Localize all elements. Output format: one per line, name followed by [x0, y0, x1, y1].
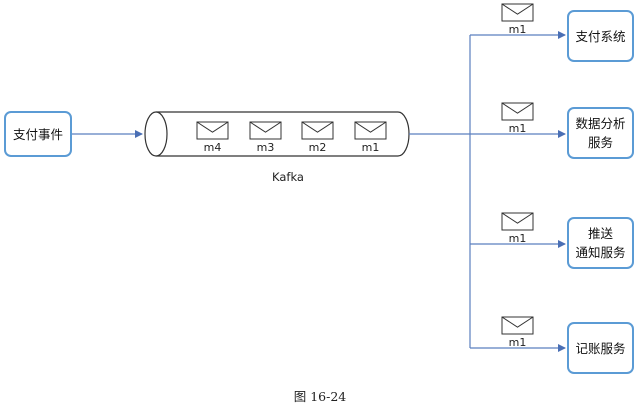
envelope-flap: [196, 121, 229, 133]
message-label: m1: [509, 336, 527, 349]
envelope-icon: [501, 316, 534, 335]
envelope-icon: [196, 121, 229, 140]
kafka-label: Kafka: [272, 170, 304, 184]
consumer-box: 推送通知服务: [567, 217, 634, 269]
envelope-icon: [354, 121, 387, 140]
message-label: m2: [309, 141, 327, 154]
envelope-icon: [301, 121, 334, 140]
consumer-label-line: 支付系统: [575, 28, 626, 44]
queue-message-m4: m4: [196, 121, 229, 154]
queue-message-m1: m1: [354, 121, 387, 154]
envelope-flap: [501, 212, 534, 224]
envelope-icon: [501, 3, 534, 22]
consumer-label: 推送通知服务: [575, 224, 625, 262]
envelope-flap: [301, 121, 334, 133]
message-label: m4: [204, 141, 222, 154]
consumer-message-0: m1: [501, 3, 534, 36]
envelope-flap: [501, 3, 534, 15]
consumer-label-line: 通知服务: [575, 245, 626, 260]
message-label: m3: [257, 141, 275, 154]
consumer-label: 记账服务: [575, 339, 625, 358]
consumer-label-line: 数据分析: [575, 116, 626, 131]
consumer-label-line: 服务: [587, 135, 613, 150]
fanout-connectors: [409, 35, 471, 348]
consumer-label: 支付系统: [575, 27, 625, 46]
consumer-label: 数据分析服务: [575, 114, 625, 152]
envelope-icon: [501, 102, 534, 121]
envelope-flap: [501, 102, 534, 114]
consumer-label-line: 记账服务: [575, 340, 626, 356]
envelope-icon: [249, 121, 282, 140]
message-label: m1: [509, 23, 527, 36]
consumer-message-1: m1: [501, 102, 534, 135]
queue-message-m3: m3: [249, 121, 282, 154]
message-label: m1: [509, 232, 527, 245]
consumer-box: 支付系统: [567, 10, 634, 62]
payment-event-box: 支付事件: [4, 111, 72, 157]
envelope-flap: [501, 316, 534, 328]
consumer-box: 数据分析服务: [567, 107, 634, 159]
queue-message-m2: m2: [301, 121, 334, 154]
consumer-message-2: m1: [501, 212, 534, 245]
envelope-flap: [354, 121, 387, 133]
consumer-label-line: 推送: [587, 226, 613, 241]
envelope-icon: [501, 212, 534, 231]
message-label: m1: [509, 122, 527, 135]
message-label: m1: [362, 141, 380, 154]
figure-caption: 图 16-24: [293, 389, 347, 404]
payment-event-label: 支付事件: [12, 126, 63, 142]
consumer-message-3: m1: [501, 316, 534, 349]
envelope-flap: [249, 121, 282, 133]
consumer-box: 记账服务: [567, 322, 634, 374]
